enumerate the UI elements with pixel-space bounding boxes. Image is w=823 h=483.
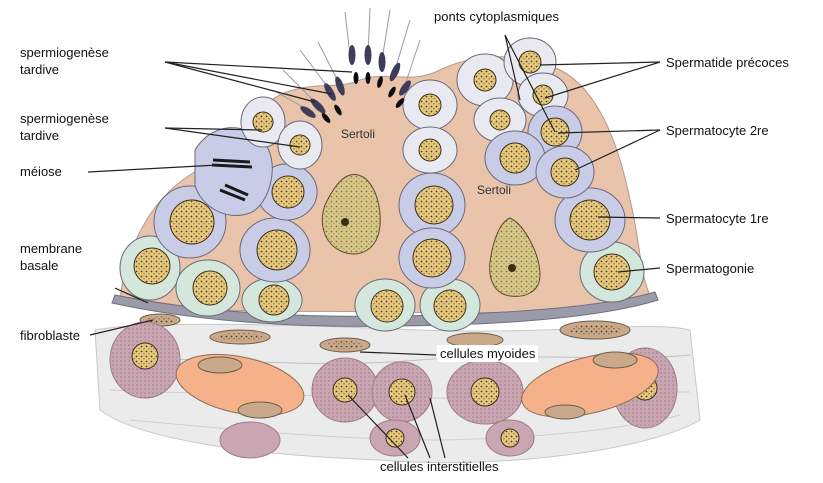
label-cellules-myoides: cellules myoides	[437, 345, 538, 362]
label-line-1: spermiogenèse	[20, 44, 109, 61]
label-cellules-interstitielles: cellules interstitielles	[380, 458, 499, 475]
label-line-2: basale	[20, 257, 82, 274]
sertoli-label-left: Sertoli	[341, 127, 375, 141]
label-line-1: spermiogenèse	[20, 110, 109, 127]
label-line-2: tardive	[20, 61, 109, 78]
label-ponts-cytoplasmiques: ponts cytoplasmiques	[434, 8, 559, 25]
label-spermiogenese-tardive-1: spermiogenèse tardive	[20, 44, 109, 78]
label-meiose: méiose	[20, 163, 62, 180]
label-spermatocyte-2re: Spermatocyte 2re	[666, 122, 769, 139]
label-line-2: tardive	[20, 127, 109, 144]
label-spermatocyte-1re: Spermatocyte 1re	[666, 210, 769, 227]
label-membrane-basale: membrane basale	[20, 240, 82, 274]
label-fibroblaste: fibroblaste	[20, 327, 80, 344]
label-spermatogonie: Spermatogonie	[666, 260, 754, 277]
sertoli-label-right: Sertoli	[477, 183, 511, 197]
label-spermatide-precoces: Spermatide précoces	[666, 54, 789, 71]
label-line-1: membrane	[20, 240, 82, 257]
label-spermiogenese-tardive-2: spermiogenèse tardive	[20, 110, 109, 144]
